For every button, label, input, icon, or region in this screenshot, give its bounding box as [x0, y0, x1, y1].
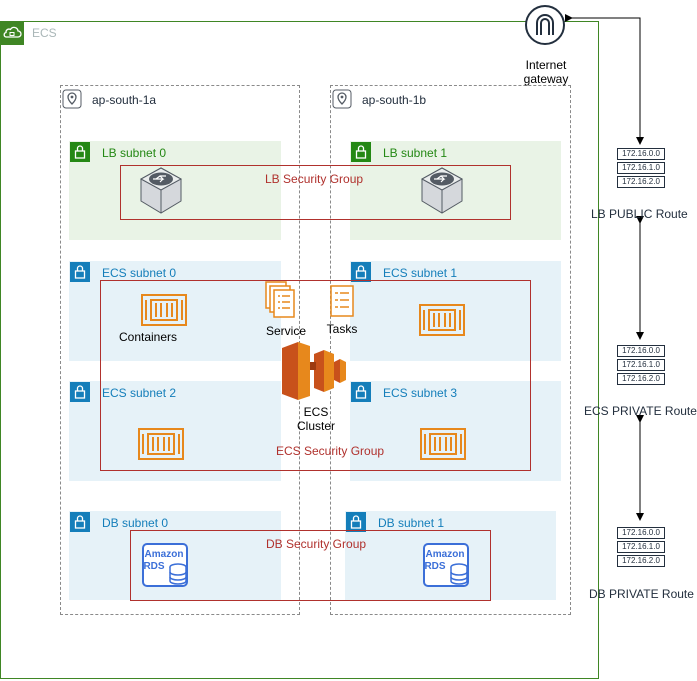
internet-gateway-icon — [524, 4, 566, 46]
container-icon — [138, 428, 184, 460]
zone-label: ap-south-1b — [362, 93, 427, 107]
subnet-label: ECS subnet 0 — [102, 266, 177, 280]
containers-label: Containers — [118, 330, 178, 344]
service-label: Service — [265, 324, 306, 338]
lock-icon — [351, 262, 371, 282]
zone-label: ap-south-1a — [92, 93, 157, 107]
security-group-label: LB Security Group — [265, 172, 364, 186]
lock-icon — [351, 142, 371, 162]
load-balancer-icon — [417, 166, 467, 216]
route-row: 172.16.2.0 — [617, 373, 665, 385]
container-icon — [141, 294, 187, 326]
subnet-label: LB subnet 1 — [383, 146, 448, 160]
security-group-label: DB Security Group — [266, 537, 367, 551]
container-icon — [419, 304, 465, 336]
route-row: 172.16.2.0 — [617, 555, 665, 567]
gateway-label-line2: gateway — [523, 72, 569, 86]
rds-icon: Amazon RDS — [423, 543, 471, 589]
lock-icon — [351, 382, 371, 402]
rds-icon: Amazon RDS — [142, 543, 190, 589]
route-row: 172.16.1.0 — [617, 162, 665, 174]
subnet-label: DB subnet 0 — [102, 516, 169, 530]
ecs-subnet-3 — [350, 381, 561, 481]
route-table-label: LB PUBLIC Route — [591, 207, 688, 221]
ecs-subnet-0 — [69, 261, 281, 361]
route-table-label: ECS PRIVATE Route — [584, 404, 697, 418]
lock-icon — [70, 382, 90, 402]
rds-label-line2: RDS — [424, 561, 445, 572]
gateway-label-line1: Internet — [525, 58, 567, 72]
lock-icon — [70, 512, 90, 532]
cluster-label-line2: Cluster — [296, 419, 335, 433]
subnet-label: LB subnet 0 — [102, 146, 167, 160]
tasks-icon — [330, 285, 354, 317]
route-row: 172.16.0.0 — [617, 148, 665, 160]
subnet-label: ECS subnet 2 — [102, 386, 177, 400]
rds-label-line1: Amazon — [145, 549, 184, 560]
tasks-label: Tasks — [326, 322, 358, 336]
availability-zone-b — [330, 85, 571, 615]
rds-label-line2: RDS — [143, 561, 164, 572]
lock-icon — [70, 142, 90, 162]
vpc-cloud-icon — [0, 21, 24, 45]
db-security-group — [130, 530, 491, 601]
ecs-route-table: 172.16.0.0 172.16.1.0 172.16.2.0 — [617, 345, 665, 387]
ecs-subnet-2 — [69, 381, 281, 481]
location-pin-icon — [62, 89, 82, 109]
lb-route-table: 172.16.0.0 172.16.1.0 172.16.2.0 — [617, 148, 665, 190]
load-balancer-icon — [136, 166, 186, 216]
ecs-security-group — [100, 280, 531, 471]
lock-icon — [70, 262, 90, 282]
gateway-to-lb-route-connector — [565, 14, 644, 145]
route-row: 172.16.1.0 — [617, 541, 665, 553]
vpc-boundary — [0, 21, 599, 679]
vpc-label: ECS — [32, 26, 57, 40]
location-pin-icon — [332, 89, 352, 109]
route-row: 172.16.0.0 — [617, 527, 665, 539]
route-table-label: DB PRIVATE Route — [589, 587, 694, 601]
rds-label-line1: Amazon — [426, 549, 465, 560]
container-icon — [420, 428, 466, 460]
subnet-label: ECS subnet 3 — [383, 386, 458, 400]
security-group-label: ECS Security Group — [276, 444, 385, 458]
lock-icon — [346, 512, 366, 532]
lb-security-group — [120, 165, 511, 220]
route-row: 172.16.1.0 — [617, 359, 665, 371]
route-row: 172.16.0.0 — [617, 345, 665, 357]
service-icon — [265, 281, 297, 319]
route-row: 172.16.2.0 — [617, 176, 665, 188]
subnet-label: ECS subnet 1 — [383, 266, 458, 280]
db-route-table: 172.16.0.0 172.16.1.0 172.16.2.0 — [617, 527, 665, 569]
cluster-label-line1: ECS — [303, 405, 329, 419]
subnet-label: DB subnet 1 — [378, 516, 445, 530]
ecs-cluster-icon — [280, 340, 348, 402]
